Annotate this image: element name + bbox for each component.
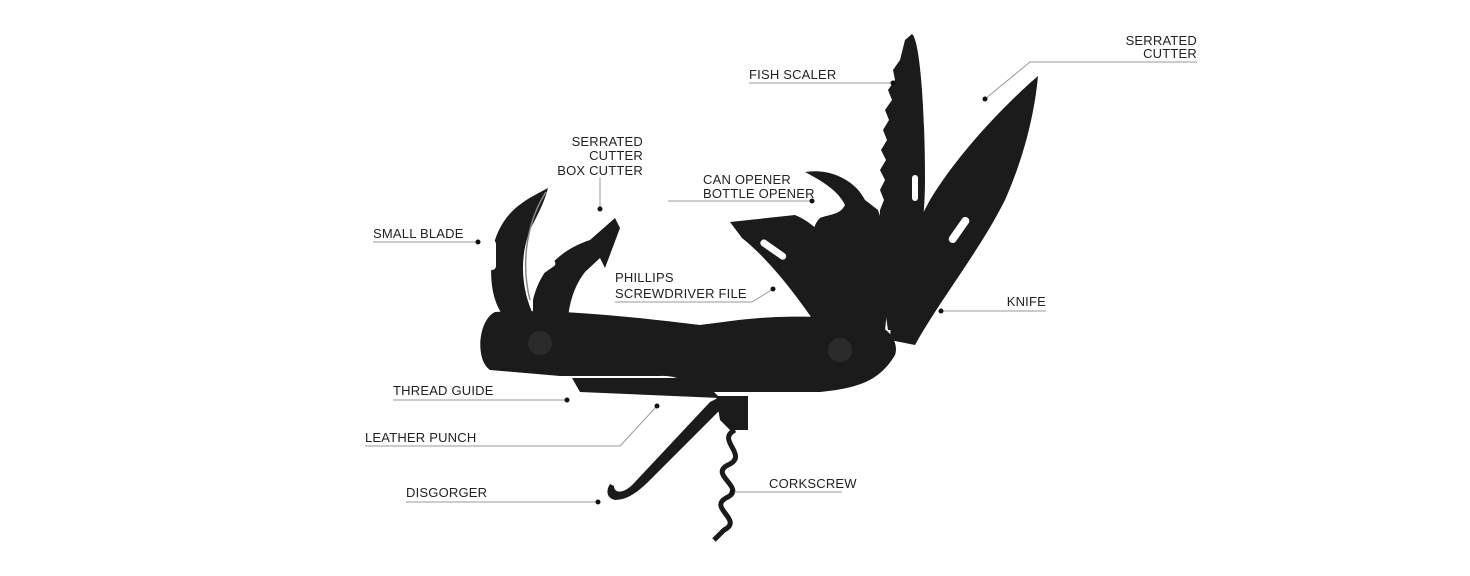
label-fish-scaler: FISH SCALER [749, 67, 836, 82]
label-box-cutter-line3: BOX CUTTER [557, 163, 643, 178]
can-opener [805, 171, 888, 330]
box-cutter [533, 218, 620, 318]
knife-slot [948, 216, 970, 244]
label-leather-punch: LEATHER PUNCH [365, 430, 476, 445]
knife-blade [890, 76, 1038, 345]
label-can-opener: CAN OPENER [703, 172, 791, 187]
fish-scaler-blade [879, 34, 925, 330]
label-thread-guide: THREAD GUIDE [393, 383, 494, 398]
label-corkscrew: CORKSCREW [769, 476, 857, 491]
label-serrated-cutter-line1: SERRATED [1126, 33, 1197, 48]
label-bottle-opener: BOTTLE OPENER [703, 186, 815, 201]
box-cutter-slot [531, 259, 556, 279]
file-slot [760, 239, 787, 260]
leader-lines [365, 61, 1197, 505]
label-phillips-line2: SCREWDRIVER FILE [615, 286, 747, 301]
thread-guide [572, 378, 720, 398]
handle-rivet-right [828, 338, 852, 362]
label-box-cutter-line2: CUTTER [589, 148, 643, 163]
label-phillips-line1: PHILLIPS [615, 270, 674, 285]
labels: FISH SCALER SERRATED CUTTER SERRATED CUT… [365, 33, 1197, 500]
small-blade-slot [488, 240, 496, 270]
handle-rivet-left [528, 331, 552, 355]
label-disgorger: DISGORGER [406, 485, 487, 500]
leather-punch-disgorger [607, 398, 728, 500]
label-knife: KNIFE [1007, 294, 1046, 309]
label-serrated-cutter-line2: CUTTER [1143, 46, 1197, 61]
small-blade [491, 188, 548, 318]
label-box-cutter-line1: SERRATED [572, 134, 643, 149]
small-blade-serration [524, 191, 547, 301]
fish-scaler-slot [912, 175, 918, 201]
label-small-blade: SMALL BLADE [373, 226, 464, 241]
handle [480, 311, 896, 392]
corkscrew-base [716, 396, 748, 430]
multitool-illustration [480, 34, 1038, 542]
corkscrew-spiral [712, 427, 738, 542]
